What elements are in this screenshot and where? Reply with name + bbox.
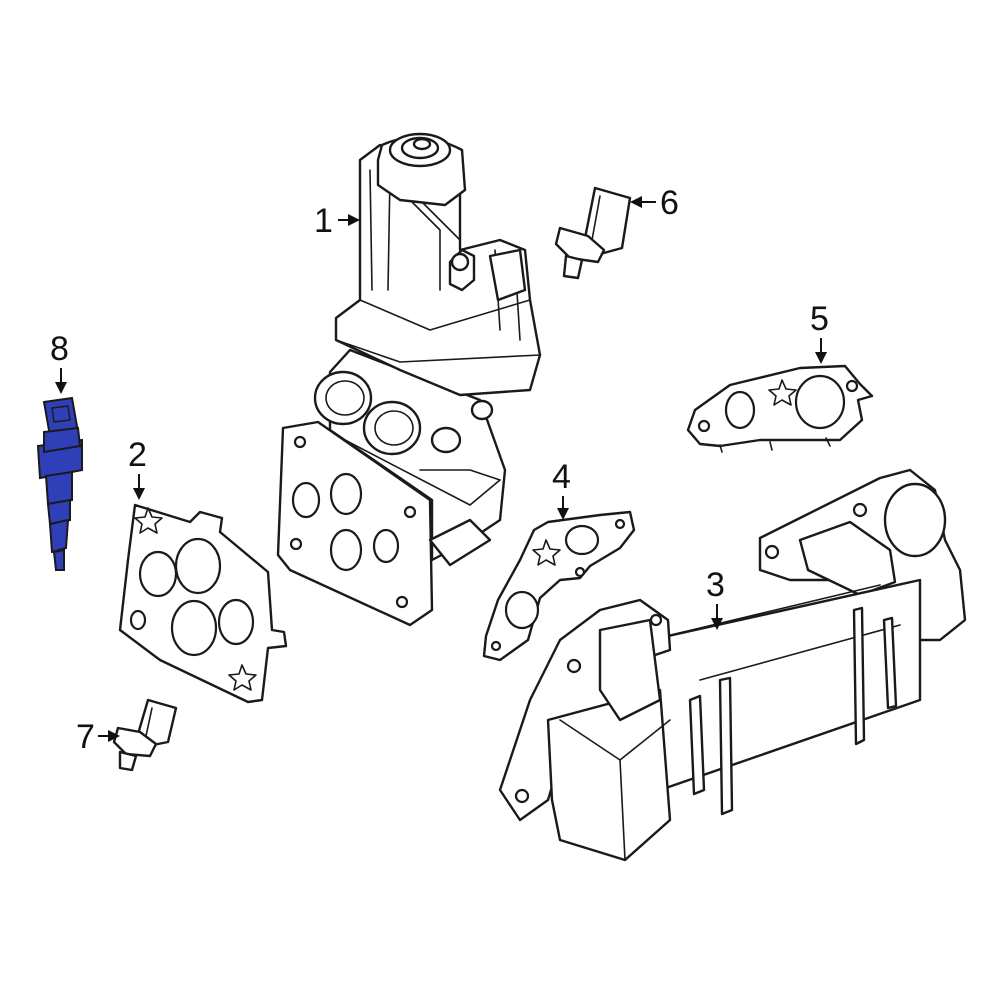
part-3-egr-cooler[interactable] [498,468,967,862]
part-5-gasket[interactable] [686,364,874,453]
callout-5: 5 [810,300,829,364]
callout-7: 7 [76,718,120,756]
callout-8: 8 [50,330,69,394]
part-8-temperature-sensor[interactable] [36,396,83,571]
callout-label-5: 5 [810,300,829,338]
callout-label-3: 3 [706,566,725,604]
callout-4: 4 [552,458,571,520]
callout-label-6: 6 [660,184,679,222]
part-6-sensor[interactable] [554,186,632,280]
part-4-gasket[interactable] [482,510,636,662]
callout-6: 6 [630,184,679,222]
callout-label-2: 2 [128,436,147,474]
part-7-sensor[interactable] [112,698,178,772]
callout-1: 1 [314,202,360,240]
callout-label-4: 4 [552,458,571,496]
part-1-egr-valve[interactable] [276,132,542,627]
callout-3: 3 [706,566,725,630]
callout-2: 2 [128,436,147,500]
callout-label-1: 1 [314,202,333,240]
callout-label-7: 7 [76,718,95,756]
callout-label-8: 8 [50,330,69,368]
part-2-gasket[interactable] [118,503,288,704]
